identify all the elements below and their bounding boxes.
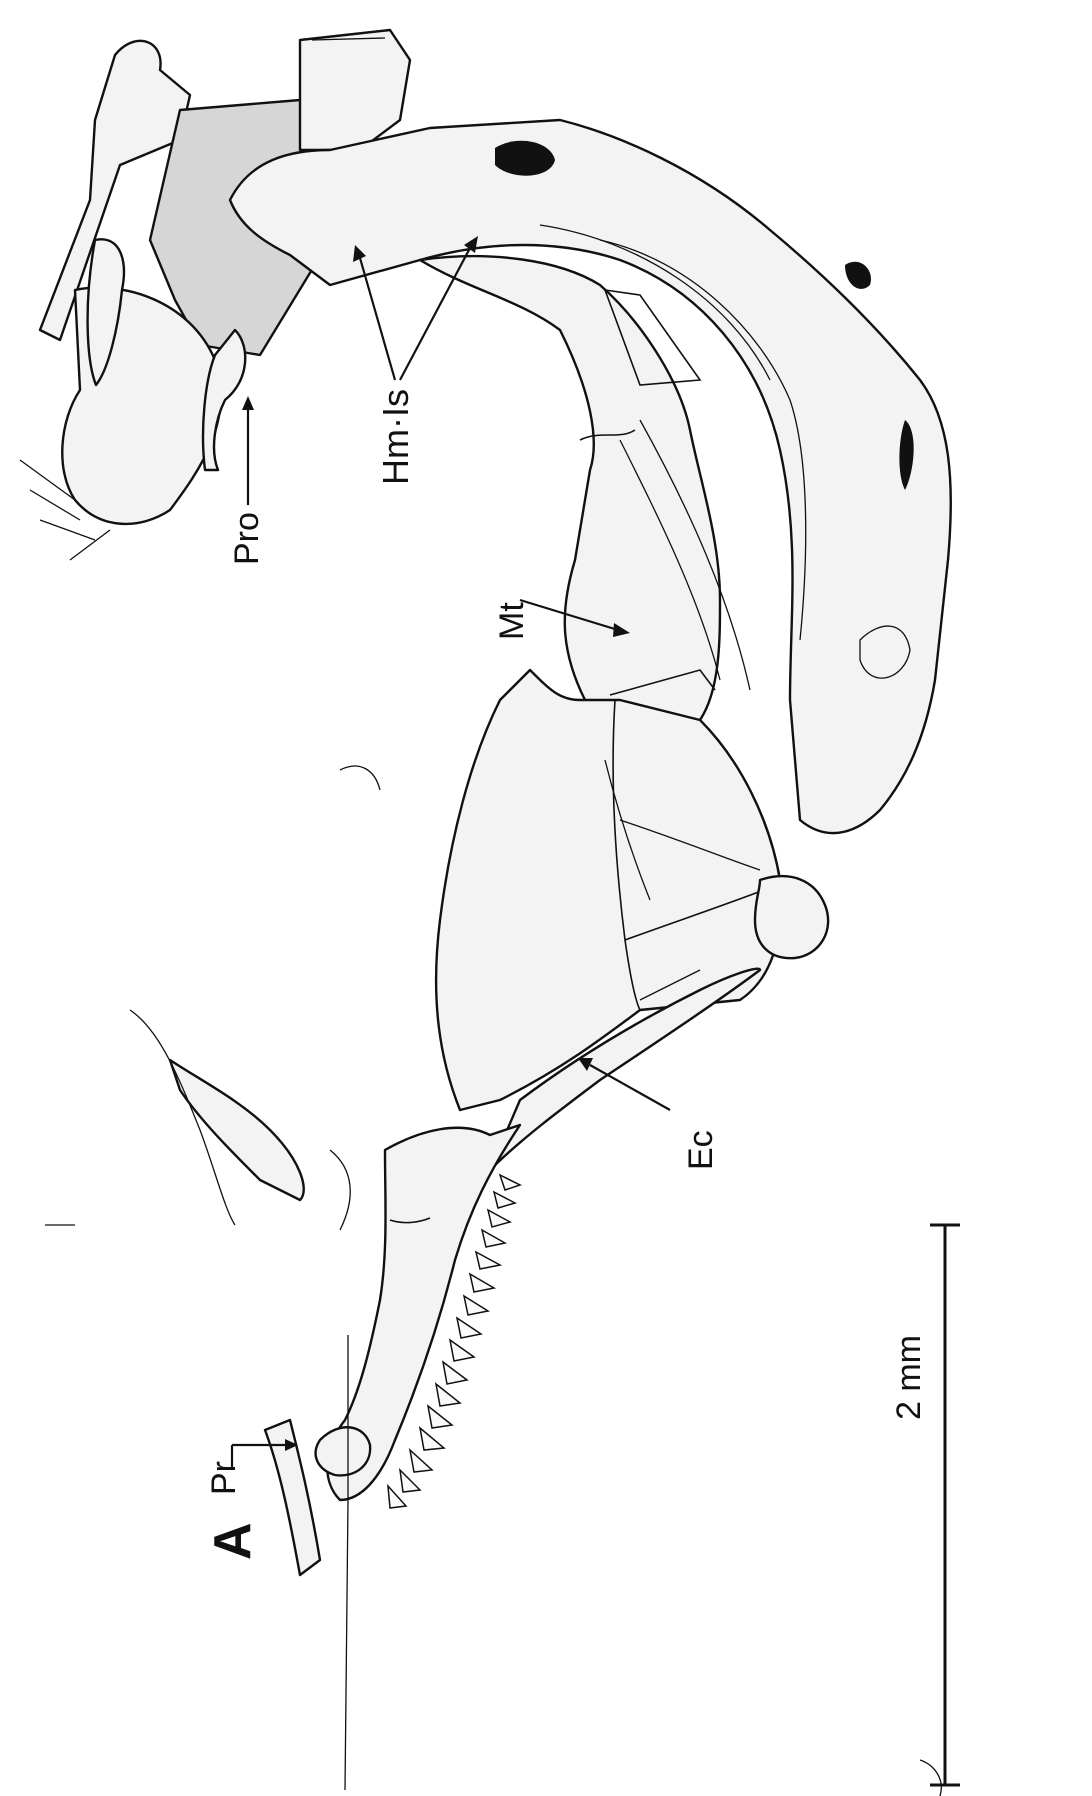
suspensorium-anterior — [130, 1010, 350, 1230]
label-mt-text: Mt — [493, 602, 531, 640]
label-pro-text: Pro — [228, 512, 266, 565]
braincase-region — [20, 30, 410, 560]
label-pro: Pro — [228, 396, 266, 565]
panel-letter: A — [204, 1522, 262, 1560]
label-pr-text: Pr — [205, 1461, 243, 1495]
metapterygoid — [420, 256, 750, 740]
label-ec-text: Ec — [682, 1130, 720, 1170]
scale-bar: 2 mm — [890, 1225, 960, 1785]
palatine-dentary — [316, 1125, 520, 1508]
scale-bar-label: 2 mm — [890, 1335, 928, 1420]
quadrate-condyle — [755, 876, 828, 958]
label-hmis-text: Hm·Is — [375, 389, 416, 485]
